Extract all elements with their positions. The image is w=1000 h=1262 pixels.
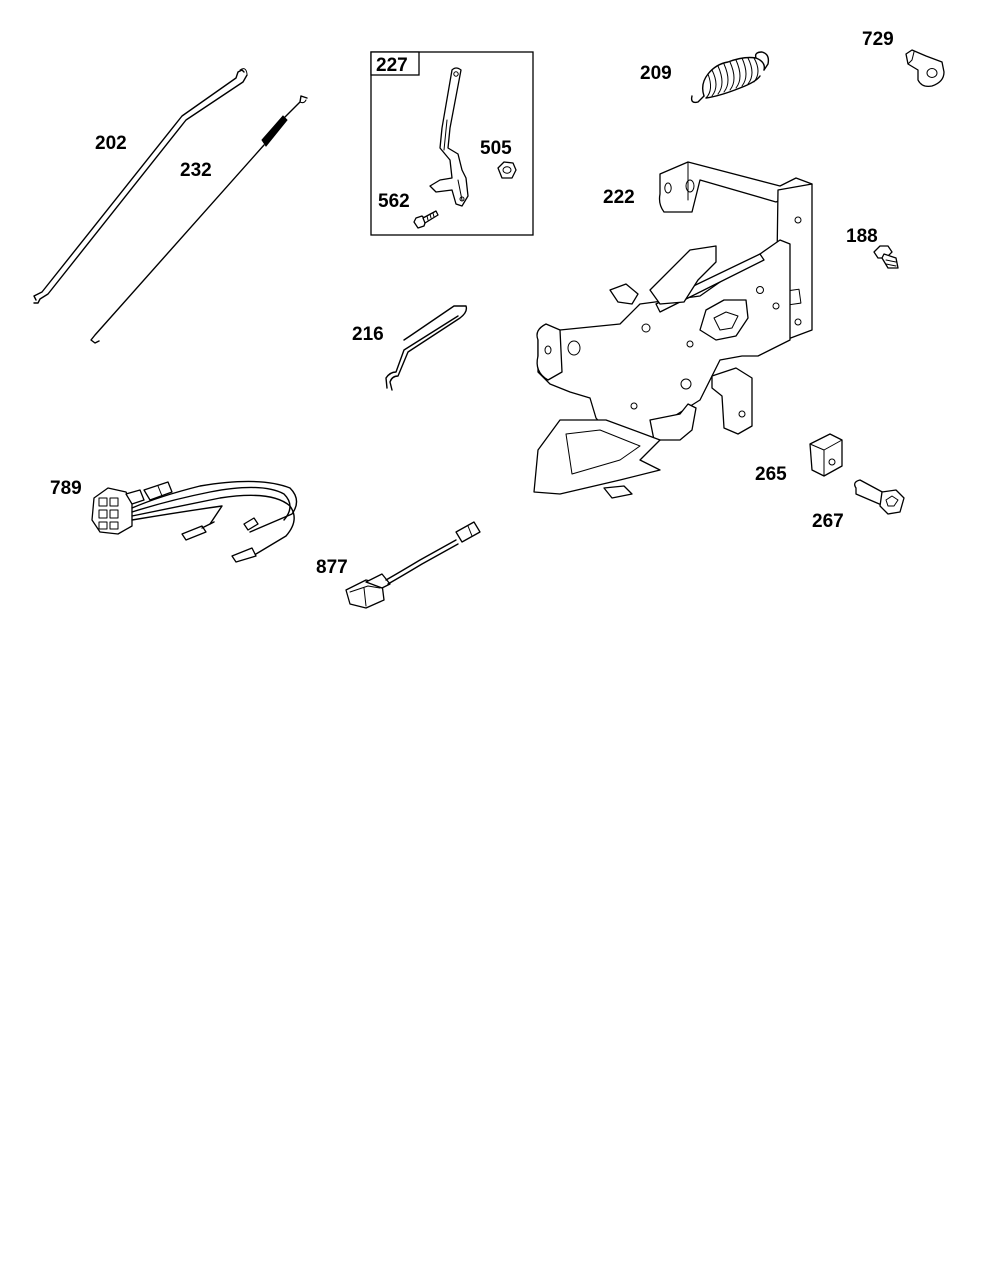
part-267-shoulder-bolt[interactable] [854, 479, 905, 515]
part-label-202: 202 [95, 133, 127, 154]
part-label-227: 227 [376, 55, 408, 76]
part-label-505: 505 [480, 138, 512, 159]
part-label-267: 267 [812, 511, 844, 532]
part-227-governor-lever[interactable] [429, 67, 469, 207]
part-202-link-rod[interactable] [33, 68, 248, 304]
kit-227-box [370, 51, 534, 236]
part-729-bracket[interactable] [905, 49, 945, 88]
part-label-222: 222 [603, 187, 635, 208]
part-188-screw[interactable] [873, 245, 899, 269]
part-label-562: 562 [378, 191, 410, 212]
part-232-spring-link[interactable] [90, 95, 308, 344]
part-label-232: 232 [180, 160, 212, 181]
part-222-control-bracket[interactable] [533, 161, 813, 499]
part-505-nut[interactable] [497, 161, 517, 179]
part-label-265: 265 [755, 464, 787, 485]
part-label-729: 729 [862, 29, 894, 50]
part-label-877: 877 [316, 557, 348, 578]
part-216-wire-link[interactable] [385, 305, 468, 391]
part-562-screw[interactable] [413, 210, 439, 229]
part-label-188: 188 [846, 226, 878, 247]
part-265-clip-block[interactable] [809, 433, 843, 477]
part-label-216: 216 [352, 324, 384, 345]
part-209-extension-spring[interactable] [690, 51, 770, 104]
part-789-wire-harness[interactable] [91, 480, 298, 563]
part-877-sensor-lead[interactable] [345, 521, 481, 609]
part-label-209: 209 [640, 63, 672, 84]
part-label-789: 789 [50, 478, 82, 499]
